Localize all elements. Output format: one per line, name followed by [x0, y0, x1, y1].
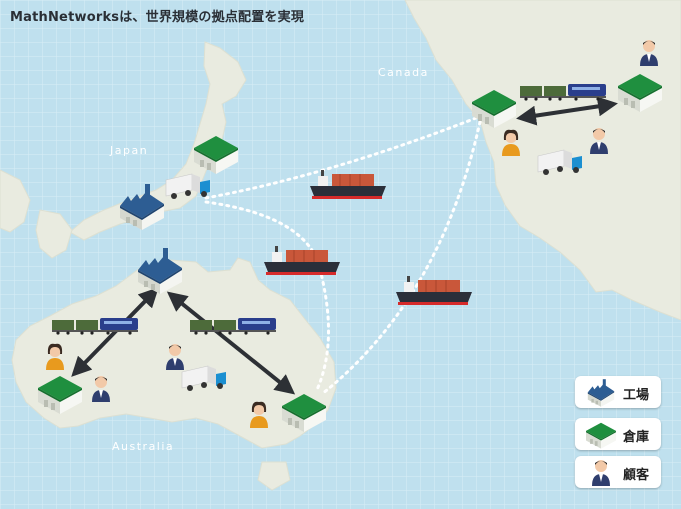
legend-factory: 工場 [575, 376, 661, 408]
shipping-route [314, 260, 330, 394]
label-japan: Japan [110, 144, 149, 157]
route-arrow [516, 96, 618, 126]
tasmania-landmass [257, 461, 291, 491]
legend-warehouse-label: 倉庫 [623, 430, 650, 445]
page-title: MathNetworksは、世界規模の拠点配置を実現 [10, 10, 305, 25]
shipping-route [320, 120, 482, 396]
korea-landmass [0, 169, 31, 233]
route-arrow [166, 291, 296, 395]
kyushu-landmass [35, 209, 73, 259]
legend-customer: 顧客 [575, 456, 661, 488]
customer-icon [592, 460, 610, 486]
legend-customer-label: 顧客 [623, 468, 650, 483]
factory-icon [587, 379, 615, 407]
label-australia: Australia [112, 440, 175, 453]
label-canada: Canada [378, 66, 429, 79]
warehouse-icon [586, 422, 616, 449]
shipping-route [204, 116, 478, 200]
legend-factory-label: 工場 [623, 388, 650, 403]
legend-warehouse: 倉庫 [575, 418, 661, 450]
